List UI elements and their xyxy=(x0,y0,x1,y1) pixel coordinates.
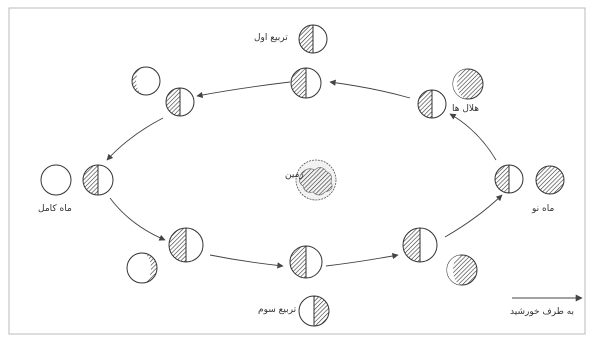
moon-orbit-upper-left xyxy=(165,87,195,117)
label-first-quarter: تربیع اول xyxy=(254,33,288,43)
label-third-quarter: تربیع سوم xyxy=(258,305,297,315)
label-sunlight: به طرف خورشید xyxy=(510,307,575,317)
earth xyxy=(295,159,337,201)
phase-moons xyxy=(40,24,565,327)
label-full-moon: ماه کامل xyxy=(38,204,72,214)
orbit-arrow-upper-left xyxy=(106,117,164,161)
label-earth: زمین xyxy=(285,170,304,180)
label-new-moon: ماه نو xyxy=(532,204,555,214)
moon-orbit-top xyxy=(290,67,322,99)
moon-orbit-left xyxy=(82,164,114,196)
moon-orbit-right xyxy=(494,164,524,194)
orbit-moons xyxy=(82,67,524,279)
moon-phase-waxing-crescent xyxy=(452,68,484,100)
orbit-arrow-bottom-right xyxy=(325,252,399,267)
moon-phase-waning-crescent xyxy=(446,254,478,286)
moon-phase-waning-gibbous xyxy=(126,252,158,284)
orbit-arrow-bottom-left xyxy=(209,254,284,269)
moon-phase-waxing-gibbous xyxy=(131,66,161,96)
moon-orbit-bottom xyxy=(289,245,323,279)
orbit-arrow-upper-right xyxy=(449,113,497,161)
orbit-path xyxy=(106,79,503,269)
label-crescent: هلال ها xyxy=(452,104,480,114)
orbit-arrow-lower-right xyxy=(444,194,503,238)
moon-orbit-lower-right xyxy=(402,227,438,263)
orbit-arrow-top-right xyxy=(329,79,411,99)
moon-phase-full xyxy=(40,164,72,196)
moon-phase-first-quarter xyxy=(298,24,328,54)
moon-orbit-lower-left xyxy=(168,227,204,263)
moon-orbit-upper-right xyxy=(417,89,447,119)
orbit-arrow-lower-left xyxy=(109,197,166,241)
orbit-arrow-top-left xyxy=(196,81,291,99)
figure-frame xyxy=(8,7,586,335)
moon-phase-new xyxy=(535,165,565,195)
moon-phase-third-quarter xyxy=(298,295,330,327)
